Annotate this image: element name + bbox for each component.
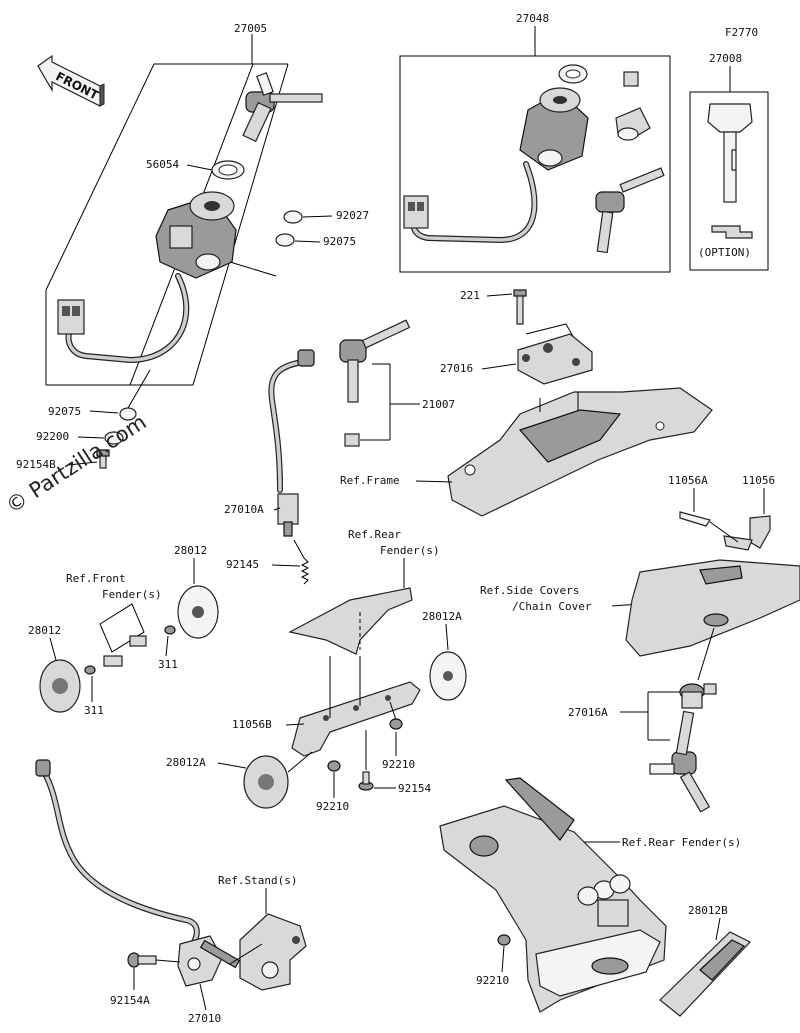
washer-92200 [104,431,124,445]
key-set-21007 [339,319,411,447]
ref-front-fender-2: Fender(s) [102,588,162,601]
switch-27010 [177,935,241,987]
label-92210-c: 92210 [476,974,509,987]
rear-fender-assembly [439,777,667,1013]
label-27048: 27048 [516,12,549,25]
bracket-11056B [291,681,421,757]
label-11056A: 11056A [668,474,708,487]
reflector-28012A-right [429,651,467,701]
label-28012A-right: 28012A [422,610,462,623]
group-27008 [689,66,769,271]
washer-92075-bottom [119,407,137,421]
ref-rear-fender-top-1: Ref.Rear [348,528,401,541]
washer-92075-top [275,233,295,247]
label-28012-left: 28012 [28,624,61,637]
lock-27016A [679,683,717,709]
label-27010A: 27010A [224,503,264,516]
group-27005 [45,34,323,386]
reflector-28012-left [39,659,81,713]
bolt-92154 [358,771,374,791]
label-92200: 92200 [36,430,69,443]
bolt-92154A [127,952,157,968]
label-28012A-left: 28012A [166,756,206,769]
label-92145: 92145 [226,558,259,571]
bolt-assembly-front [84,625,176,675]
bolt-221 [513,289,527,325]
bracket-11056A [679,511,771,551]
rear-fender-plate [288,587,413,655]
ref-rear-fender-top-2: Fender(s) [380,544,440,557]
front-arrow-icon: FRONT [37,54,105,107]
label-92210-a: 92210 [382,758,415,771]
reflector-28012A-left [243,755,289,809]
ref-front-fender-1: Ref.Front [66,572,126,585]
label-28012B: 28012B [688,904,728,917]
label-221: 221 [460,289,480,302]
label-27016A: 27016A [568,706,608,719]
frame-part [447,387,713,517]
label-11056: 11056 [742,474,775,487]
bolt-92154B [96,449,110,469]
ref-rear-fender-bottom: Ref.Rear Fender(s) [622,836,741,849]
stand-bracket [239,913,307,991]
ref-stand: Ref.Stand(s) [218,874,297,887]
spring-92145 [300,557,310,585]
label-311-b: 311 [84,704,104,717]
sensor-plug-bottom [35,759,51,777]
label-11056B: 11056B [232,718,272,731]
label-28012-top: 28012 [174,544,207,557]
label-27008: 27008 [709,52,742,65]
label-27005: 27005 [234,22,267,35]
reflector-28012B [659,931,751,1017]
ref-frame: Ref.Frame [340,474,400,487]
label-92154A: 92154A [110,994,150,1007]
label-92210-b: 92210 [316,800,349,813]
label-21007: 21007 [422,398,455,411]
label-92027: 92027 [336,209,369,222]
side-cover-part [625,559,800,657]
label-92154: 92154 [398,782,431,795]
label-92154B: 92154B [16,458,56,471]
label-92075-bottom: 92075 [48,405,81,418]
figure-code: F2770 [725,26,758,39]
key-set-27005 [242,72,323,143]
label-92075-top: 92075 [323,235,356,248]
key-set-27016A [649,710,711,813]
label-27016: 27016 [440,362,473,375]
ref-side-covers-2: /Chain Cover [512,600,592,613]
sensor-plug [297,349,315,367]
reflector-28012-top [177,585,219,639]
ignition-switch-body [155,191,237,279]
bracket-27016 [517,333,593,385]
switch-27010A [277,493,299,537]
label-27010: 27010 [188,1012,221,1025]
option-label: (OPTION) [698,246,751,259]
label-311-a: 311 [158,658,178,671]
label-56054: 56054 [146,158,179,171]
connector-27005 [57,299,85,335]
ref-side-covers-1: Ref.Side Covers [480,584,579,597]
group-27048 [399,26,671,273]
washer-92027 [283,210,303,224]
